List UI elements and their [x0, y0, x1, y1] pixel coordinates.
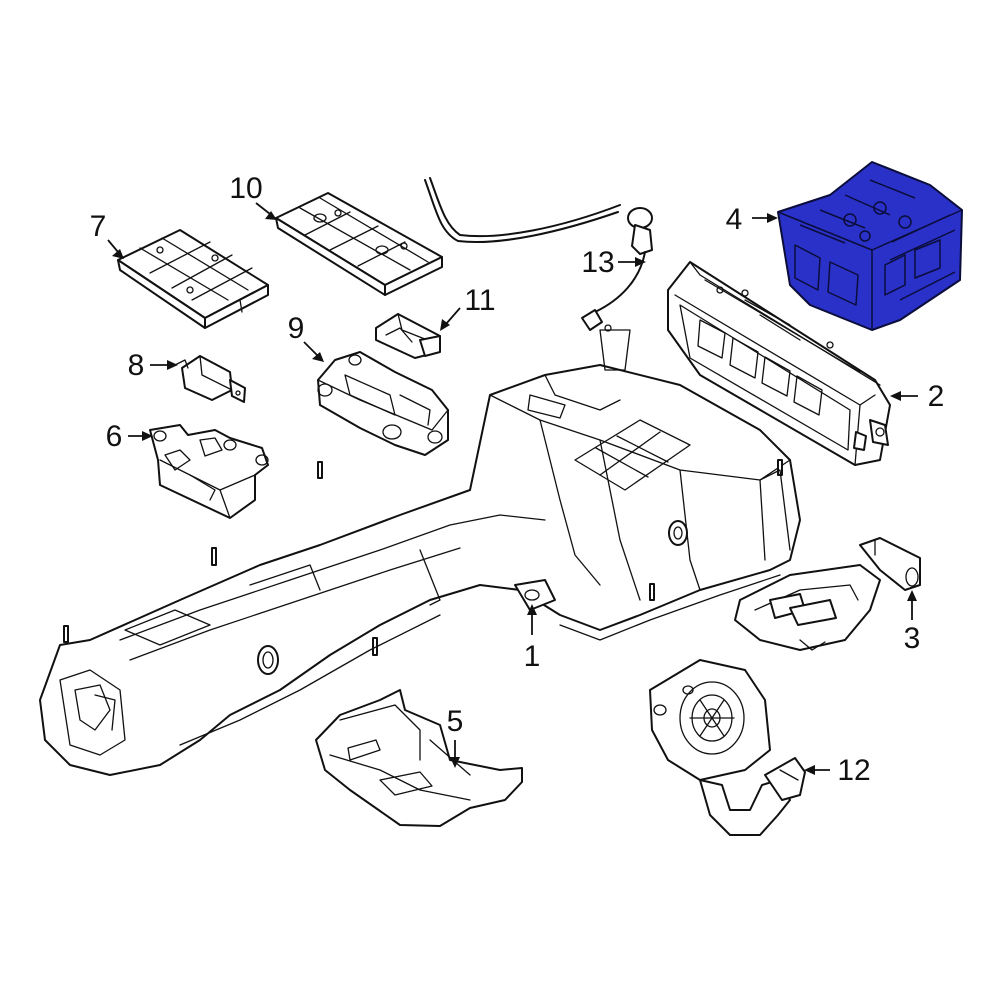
callout-8: 8	[128, 349, 145, 382]
part-1-battery-tray[interactable]	[39, 329, 801, 776]
part-2-battery-module[interactable]	[667, 261, 891, 466]
part-7-plate[interactable]	[117, 229, 269, 329]
callout-6: 6	[106, 420, 123, 453]
part-8-connector[interactable]	[174, 355, 246, 403]
callout-2: 2	[928, 380, 945, 413]
part-6-bracket[interactable]	[149, 424, 269, 519]
callout-12: 12	[837, 754, 870, 787]
part-5-shield[interactable]	[315, 689, 523, 827]
callout-3: 3	[904, 622, 921, 655]
part-11-connector[interactable]	[375, 313, 441, 359]
callout-labels: 1 2 3 4 5 6 7 8 9 10 11 12 13	[90, 172, 945, 787]
callout-7: 7	[90, 210, 107, 243]
callout-5: 5	[447, 705, 464, 738]
callout-1: 1	[524, 640, 541, 673]
leader-lines	[107, 202, 918, 775]
part-3-harness[interactable]	[734, 537, 921, 651]
callout-10: 10	[229, 172, 262, 205]
part-13-wire[interactable]	[424, 177, 653, 332]
callout-9: 9	[288, 312, 305, 345]
callout-11: 11	[464, 284, 495, 317]
callout-13: 13	[581, 246, 614, 279]
callout-4: 4	[726, 203, 743, 236]
part-12-fan[interactable]	[649, 659, 806, 836]
part-9-bracket[interactable]	[317, 351, 449, 456]
part-4-control-module[interactable]	[777, 161, 963, 331]
part-10-plate[interactable]	[275, 192, 443, 296]
